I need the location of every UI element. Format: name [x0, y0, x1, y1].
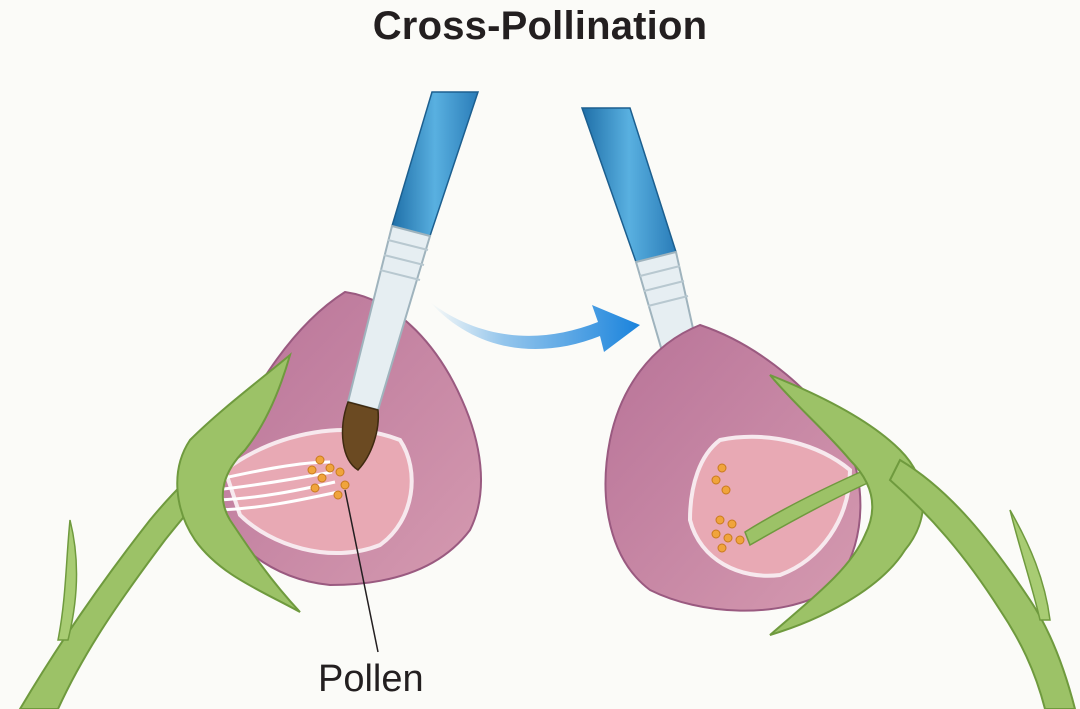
left-brush-handle [392, 92, 478, 236]
right-brush-handle [582, 108, 676, 262]
left-flower [20, 292, 481, 709]
right-flower [606, 325, 1075, 709]
left-flower-leaf-bud [58, 520, 77, 640]
pollen-label: Pollen [318, 658, 424, 701]
arrow-right-icon [430, 302, 640, 352]
right-flower-stem [890, 460, 1075, 709]
